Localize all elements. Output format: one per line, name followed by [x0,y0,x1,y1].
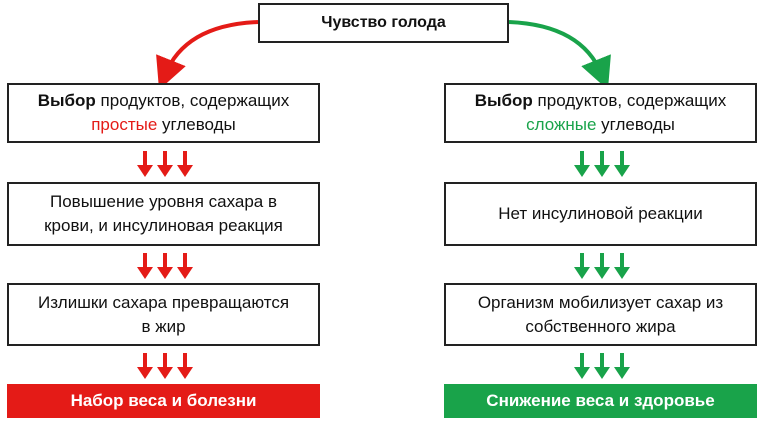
down-arrow-icon [177,353,193,379]
left-fat-line2: в жир [141,316,186,336]
right-choice-box: Выбор продуктов, содержащих сложные угле… [444,83,757,143]
left-fat-box: Излишки сахара превращаются в жир [7,283,320,346]
left-choice-text1: продуктов, содержащих [95,91,290,110]
right-choice-highlight: сложные [526,115,597,134]
left-sugar-line1: Повышение уровня сахара в [49,192,278,211]
down-arrow-icon [157,151,173,177]
down-arrow-icon [157,353,173,379]
right-result-label: Снижение веса и здоровье [486,391,715,410]
hunger-box: Чувство голода [258,3,509,43]
down-arrow-icon [177,253,193,279]
left-sugar-box: Повышение уровня сахара в крови, и инсул… [7,182,320,246]
right-choice-text2: углеводы [596,115,675,134]
right-result-box: Снижение веса и здоровье [444,384,757,418]
green-curved-arrow [508,20,611,90]
left-choice-highlight: простые [91,115,158,134]
right-arrows-3 [574,353,630,379]
down-arrow-icon [594,151,610,177]
right-insulin-box: Нет инсулиновой реакции [444,182,757,246]
hunger-label: Чувство голода [321,14,446,31]
down-arrow-icon [157,253,173,279]
right-insulin-line1: Нет инсулиновой реакции [498,204,703,223]
down-arrow-icon [137,253,153,279]
down-arrow-icon [137,151,153,177]
left-result-box: Набор веса и болезни [7,384,320,418]
down-arrow-icon [177,151,193,177]
right-arrows-2 [574,253,630,279]
left-choice-text2: углеводы [157,115,236,134]
right-choice-bold: Выбор [474,91,533,110]
down-arrow-icon [574,353,590,379]
down-arrow-icon [574,151,590,177]
left-arrows-2 [137,253,193,279]
left-fat-line1: Излишки сахара превращаются [37,292,290,312]
right-fat-box: Организм мобилизует сахар из собственног… [444,283,757,346]
down-arrow-icon [594,253,610,279]
down-arrow-icon [137,353,153,379]
left-arrows-1 [137,151,193,177]
top-connectors [156,20,611,90]
right-fat-line1: Организм мобилизует сахар из [477,292,724,312]
down-arrow-icon [594,353,610,379]
left-result-label: Набор веса и болезни [70,391,257,410]
left-arrows-3 [137,353,193,379]
right-fat-line2: собственного жира [525,316,676,336]
down-arrow-icon [574,253,590,279]
red-curved-arrow [156,20,259,90]
left-sugar-line2: крови, и инсулиновая реакция [44,216,283,235]
right-arrows-1 [574,151,630,177]
down-arrow-icon [614,151,630,177]
left-choice-box: Выбор продуктов, содержащих простые угле… [7,83,320,143]
down-arrow-icon [614,353,630,379]
left-choice-bold: Выбор [37,91,96,110]
right-choice-text1: продуктов, содержащих [532,91,727,110]
down-arrow-icon [614,253,630,279]
